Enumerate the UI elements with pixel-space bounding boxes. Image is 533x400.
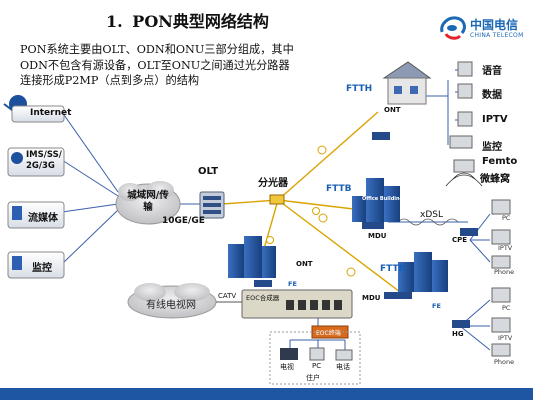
residential-buildings-1 — [228, 236, 276, 278]
service-label-media: 流媒体 — [28, 213, 58, 224]
intro-line-1: PON系统主要由OLT、ODN和ONU三部分组成，其中 — [20, 43, 294, 56]
intro-line-3: 连接形成P2MP（点到多点）的结构 — [20, 74, 200, 87]
hg-terminal-pc: PC — [502, 304, 511, 312]
mdu-1-device — [362, 222, 384, 229]
logo-english-name: CHINA TELECOM — [470, 32, 524, 39]
service-internet — [3, 95, 65, 123]
cpe-terminal-icons — [491, 199, 511, 269]
olt-device — [199, 191, 225, 219]
mdu-2-label: MDU — [362, 294, 381, 302]
fe-2-label: FE — [432, 302, 441, 310]
service-media — [7, 201, 65, 229]
eoc-terminal-label: EOC终端 — [316, 330, 341, 337]
telecom-logo-icon — [440, 16, 466, 40]
eoc-combiner-box — [241, 289, 353, 319]
cpe-terminal-pc: PC — [502, 214, 511, 222]
olt-label: OLT — [198, 166, 219, 177]
ftth-terminal-data: 数据 — [482, 90, 502, 101]
xdsl-label: xDSL — [420, 210, 443, 220]
hg-terminal-icons — [491, 287, 511, 357]
cpe-label: CPE — [452, 236, 468, 244]
hg-device — [452, 320, 470, 328]
service-label-monitor: 监控 — [32, 263, 52, 274]
ont-mid-device — [254, 280, 272, 287]
fiber-connectors — [266, 145, 356, 277]
office-building — [352, 178, 400, 222]
cpe-device — [460, 228, 478, 236]
ont-mid-label: ONT — [296, 260, 313, 268]
mdu-2-device — [384, 292, 412, 299]
xdsl-wave — [397, 218, 459, 226]
cable-tv-net-label: 有线电视网 — [146, 300, 196, 311]
ftth-terminal-icons — [449, 61, 475, 173]
mdu-1-label: MDU — [368, 232, 387, 240]
olt-port-label: 10GE/GE — [162, 216, 205, 226]
ont-top-device — [372, 132, 390, 140]
service-label-internet: Internet — [30, 108, 72, 118]
service-label-ims: IMS/SS/2G/3G — [26, 150, 64, 172]
service-ims — [7, 147, 65, 177]
page-title: 1. PON典型网络结构 — [106, 8, 273, 32]
fe-1-label: FE — [288, 280, 297, 288]
ftth-label: FTTH — [346, 84, 373, 94]
hg-terminal-phone: Phone — [494, 358, 515, 366]
cpe-terminal-phone: Phone — [494, 268, 515, 276]
ftth-terminal-iptv: IPTV — [482, 114, 508, 125]
splitter-device — [269, 194, 285, 205]
metro-label: 城域网/传输 — [127, 190, 169, 213]
fiber-links — [221, 111, 401, 293]
hg-terminal-iptv: IPTV — [498, 334, 513, 342]
fttb-1-label: FTTB — [326, 184, 352, 194]
eoc-combiner-label: EOC合成器 — [246, 294, 280, 302]
ftth-terminal-voice: 语音 — [482, 66, 502, 77]
home-label: 住户 — [306, 374, 320, 382]
ftth-terminal-microcell: 微蜂窝 — [480, 174, 510, 185]
service-monitor — [7, 251, 65, 279]
ftth-house — [382, 61, 432, 105]
intro-line-2: ODN不包含有源设备，OLT至ONU之间通过光分路器 — [20, 58, 290, 72]
title-number: 1. — [106, 12, 123, 31]
cpe-terminal-iptv: IPTV — [498, 244, 513, 252]
fttb-2-label: FTTB — [380, 264, 406, 274]
wireless-arcs — [445, 172, 483, 187]
home-terminal-pc: PC — [312, 362, 322, 370]
splitter-label: 分光器 — [258, 178, 288, 189]
ims-text: IMS/SS/2G/3G — [26, 150, 62, 171]
home-terminal-tv: 电视 — [280, 363, 294, 371]
catv-label: CATV — [218, 292, 237, 300]
china-telecom-logo: 中国电信 CHINA TELECOM — [438, 14, 528, 48]
intro-paragraph: PON系统主要由OLT、ODN和ONU三部分组成，其中 ODN不包含有源设备，O… — [20, 42, 350, 89]
metro-cloud — [115, 181, 181, 225]
office-building-label: Office Building — [362, 196, 404, 202]
ftth-terminal-monitor: 监控 — [482, 142, 502, 153]
logo-chinese-name: 中国电信 — [470, 18, 519, 32]
home-area — [269, 331, 361, 385]
bottom-bar — [0, 388, 533, 400]
ont-top-label: ONT — [384, 106, 401, 114]
residential-buildings-2 — [398, 252, 448, 292]
ftth-terminal-femto: Femto — [482, 156, 518, 167]
home-terminal-phone: 电话 — [336, 363, 350, 371]
cable-tv-cloud — [127, 283, 217, 319]
hg-label: HG — [452, 330, 464, 338]
title-text: PON典型网络结构 — [132, 12, 269, 31]
